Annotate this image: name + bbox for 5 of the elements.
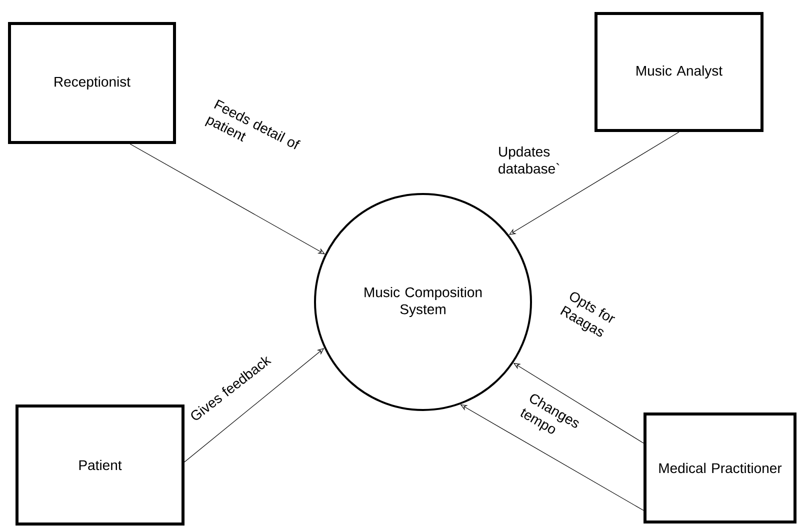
entity-box: Music Analyst xyxy=(594,12,764,132)
entity-box: Patient xyxy=(16,404,184,526)
entity-box: Medical Practitioner xyxy=(644,412,796,524)
edge-label: Updates database` xyxy=(498,146,560,174)
entity-box: Receptionist xyxy=(8,22,176,144)
